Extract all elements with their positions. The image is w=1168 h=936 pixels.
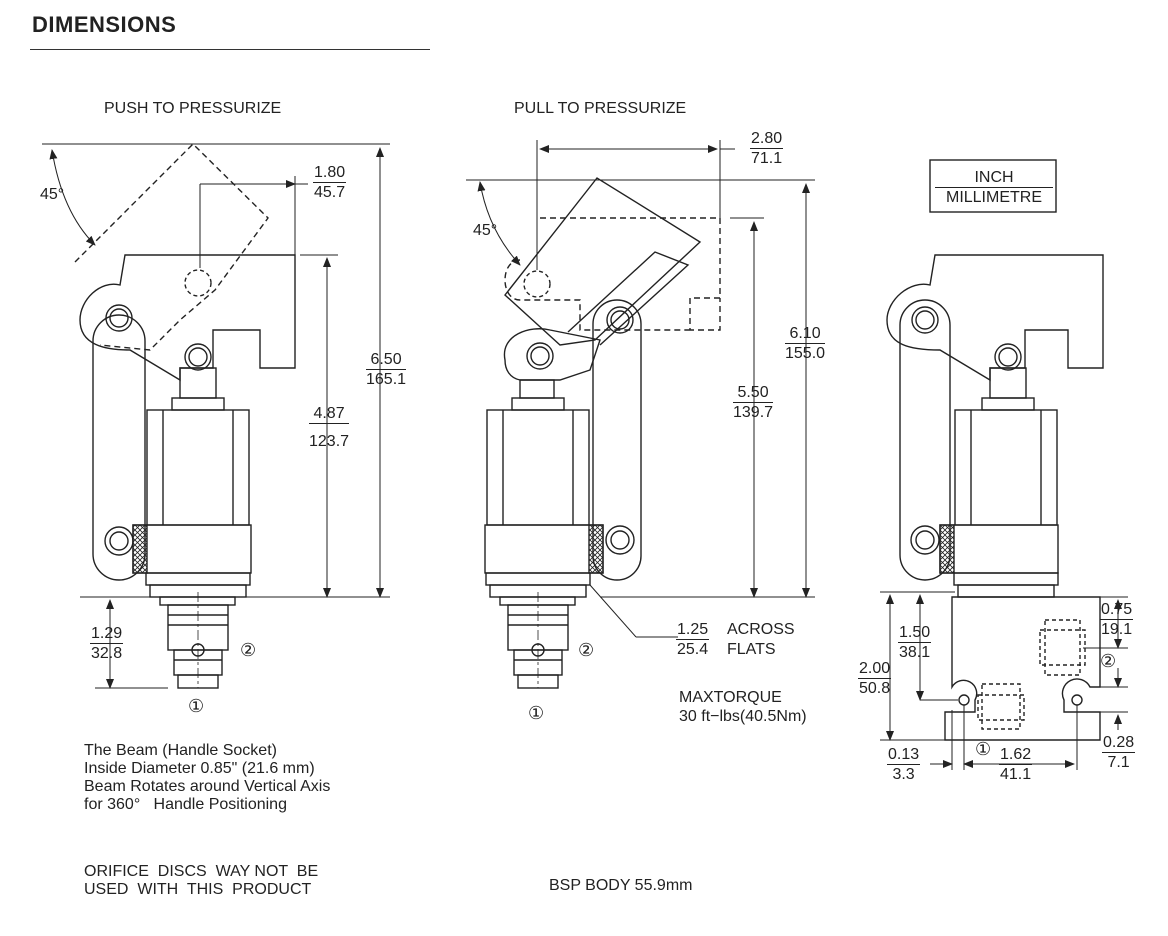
unit-millimetre: MILLIMETRE bbox=[945, 189, 1042, 206]
page-title: DIMENSIONS bbox=[32, 12, 177, 37]
side-port2-label: ② bbox=[1100, 651, 1117, 671]
pull-link bbox=[592, 299, 642, 581]
push-view bbox=[74, 143, 296, 689]
pull-port2-label: ② bbox=[578, 640, 595, 660]
push-link bbox=[92, 314, 146, 581]
push-view-title: PUSH TO PRESSURIZE bbox=[104, 100, 282, 117]
push-dashed-handle bbox=[74, 143, 269, 351]
bsp-body-note: BSP BODY 55.9mm bbox=[549, 877, 693, 894]
push-angle-label: 45° bbox=[40, 186, 65, 203]
side-link bbox=[899, 299, 951, 581]
push-port1-label: ① bbox=[188, 696, 205, 716]
beam-note: The Beam (Handle Socket) Inside Diameter… bbox=[84, 742, 331, 813]
pull-port1-label: ① bbox=[528, 703, 545, 723]
unit-inch: INCH bbox=[935, 168, 1053, 188]
side-port1-label: ① bbox=[975, 739, 992, 759]
orifice-note: ORIFICE DISCS WAY NOT BE USED WITH THIS … bbox=[84, 863, 319, 898]
side-view bbox=[886, 254, 1104, 741]
pull-solid-handle bbox=[504, 177, 702, 346]
push-port2-label: ② bbox=[240, 640, 257, 660]
side-dimension-lines bbox=[880, 159, 1128, 770]
title-underline bbox=[30, 49, 430, 50]
push-head bbox=[79, 254, 296, 382]
pull-view bbox=[484, 177, 721, 689]
pull-dimension-lines bbox=[466, 140, 815, 638]
pull-angle-label: 45° bbox=[473, 222, 498, 239]
unit-legend: INCH MILLIMETRE bbox=[935, 168, 1053, 207]
side-head bbox=[886, 254, 1104, 382]
push-dimension-lines bbox=[42, 143, 390, 689]
pull-view-title: PULL TO PRESSURIZE bbox=[514, 100, 687, 117]
